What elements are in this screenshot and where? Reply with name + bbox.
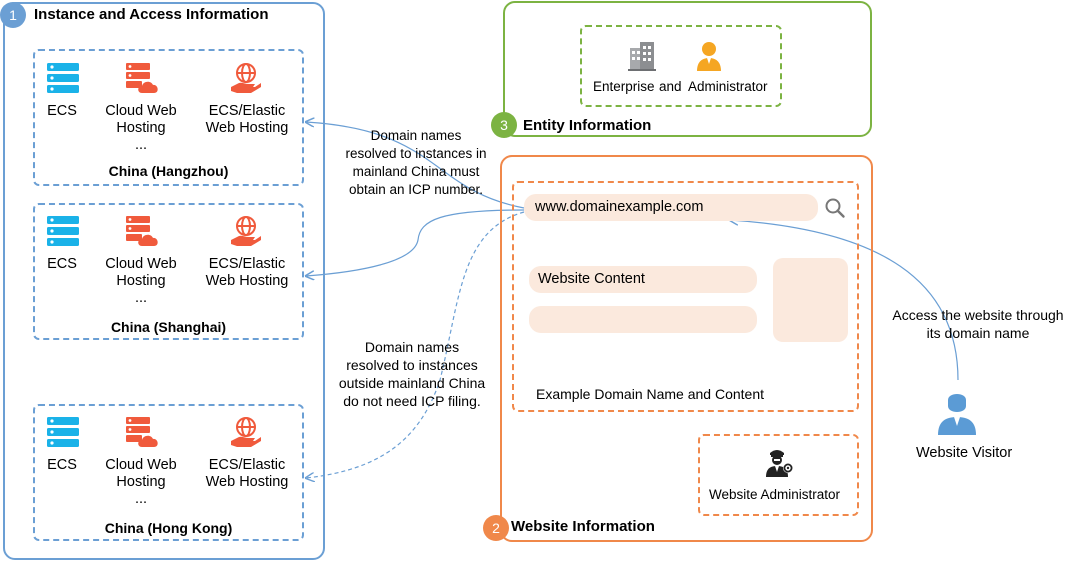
administrator-label: Administrator xyxy=(688,79,768,94)
and-label: and xyxy=(659,79,682,94)
cloud-hosting-icon xyxy=(124,62,160,99)
example-caption: Example Domain Name and Content xyxy=(536,386,765,402)
ecs-server-icon xyxy=(46,215,80,252)
mainland-note: Domain names resolved to instances in ma… xyxy=(345,128,487,197)
cloud-hosting-icon xyxy=(124,215,160,252)
globe-hand-icon xyxy=(229,62,263,99)
website-content-bar: Website Content xyxy=(529,266,757,293)
outside-note: Domain names resolved to instances outsi… xyxy=(338,339,486,409)
ecs-label: ECS xyxy=(47,256,77,272)
admin-icon xyxy=(766,450,793,477)
entity-section xyxy=(503,1,872,137)
domain-bar[interactable]: www.domainexample.com xyxy=(524,194,818,221)
arrow-to-hangzhou xyxy=(306,122,525,209)
arrow-to-hongkong xyxy=(306,211,525,478)
section-2-badge: 2 xyxy=(483,515,509,541)
section-1-badge: 1 xyxy=(0,2,26,28)
ecs-label: ECS xyxy=(47,103,77,119)
globe-hand-icon xyxy=(229,416,263,453)
ecs-elastic-label: ECS/Elastic Web Hosting xyxy=(205,103,289,136)
ecs-elastic-label: ECS/Elastic Web Hosting xyxy=(205,256,289,289)
search-icon[interactable] xyxy=(824,197,846,219)
website-admin-label: Website Administrator xyxy=(709,487,841,502)
ecs-elastic-label: ECS/Elastic Web Hosting xyxy=(205,457,289,490)
cloud-web-hosting-label: Cloud Web Hosting ... xyxy=(105,103,177,153)
website-content-text: Website Content xyxy=(538,271,645,287)
example-domain-box xyxy=(512,181,859,412)
ecs-label: ECS xyxy=(47,457,77,473)
website-section xyxy=(500,155,873,542)
website-section-title: Website Information xyxy=(511,518,655,535)
access-note: Access the website through its domain na… xyxy=(892,307,1064,341)
region-title: China (Hangzhou) xyxy=(108,163,229,179)
visitor-label: Website Visitor xyxy=(916,445,1013,461)
instance-section xyxy=(3,2,325,560)
cloud-web-hosting-label: Cloud Web Hosting ... xyxy=(105,457,177,507)
region-box-hongkong: China (Hong Kong) xyxy=(33,404,304,541)
entity-inner-box xyxy=(580,25,782,107)
section-3-badge: 3 xyxy=(491,112,517,138)
globe-hand-icon xyxy=(229,215,263,252)
region-box-hangzhou: China (Hangzhou) xyxy=(33,49,304,186)
region-box-shanghai: China (Shanghai) xyxy=(33,203,304,340)
domain-text: www.domainexample.com xyxy=(535,199,704,215)
region-title: China (Shanghai) xyxy=(110,319,227,335)
person-icon xyxy=(697,42,721,71)
visitor-icon xyxy=(938,394,976,435)
arrow-to-shanghai xyxy=(306,209,525,276)
entity-section-title: Entity Information xyxy=(523,117,652,134)
website-admin-box xyxy=(698,434,859,516)
arrow-visitor-to-domain xyxy=(730,220,959,381)
content-image-placeholder xyxy=(773,258,848,342)
region-title: China (Hong Kong) xyxy=(104,520,233,536)
content-placeholder-bar xyxy=(529,306,757,333)
instance-section-title: Instance and Access Information xyxy=(34,6,269,23)
building-icon xyxy=(628,42,656,71)
ecs-server-icon xyxy=(46,62,80,99)
enterprise-label: Enterprise xyxy=(593,79,655,94)
cloud-hosting-icon xyxy=(124,416,160,453)
ecs-server-icon xyxy=(46,416,80,453)
cloud-web-hosting-label: Cloud Web Hosting ... xyxy=(105,256,177,306)
